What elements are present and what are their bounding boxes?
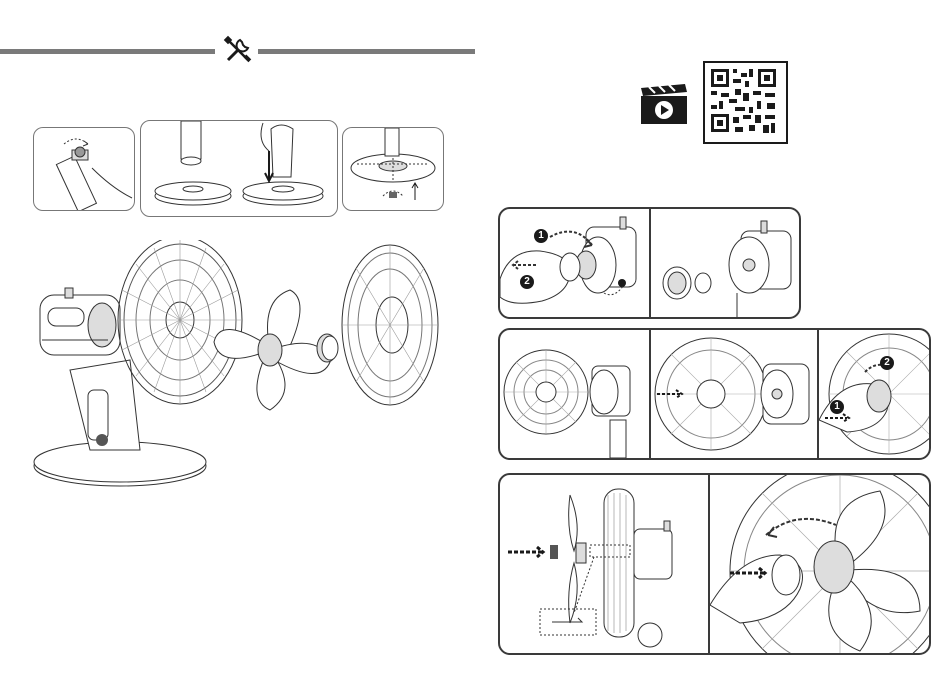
pole-cable-illustration — [34, 128, 134, 210]
base-step-1-panel — [33, 127, 135, 211]
hand-secure-grill — [819, 330, 929, 458]
rear-grill-front-view — [500, 330, 648, 458]
exploded-fan-illustration — [30, 240, 450, 490]
rear-grill-step-panel: 1 2 — [498, 328, 931, 460]
base-underside-illustration — [343, 128, 443, 210]
hand-unscrew-nut-illustration — [500, 209, 648, 317]
fan-blade — [214, 290, 330, 410]
step-number-2: 2 — [520, 275, 534, 289]
video-icon — [639, 84, 689, 124]
hand-tighten-spinner-illustration — [710, 475, 929, 653]
section-header-rule — [0, 44, 475, 58]
motor-nut-step-panel: 1 2 — [498, 207, 801, 319]
step-number-1: 1 — [534, 229, 548, 243]
rear-grill-mounting — [651, 330, 817, 458]
base-step-3-panel — [342, 127, 444, 211]
tools-icon — [222, 34, 254, 66]
nut-removed-illustration — [651, 209, 799, 317]
step-number-1: 1 — [830, 400, 844, 414]
blade-side-view-illustration — [500, 475, 708, 653]
base-step-2-panel — [140, 120, 338, 217]
qr-code-pattern — [705, 63, 782, 138]
pole-into-base-illustration — [141, 121, 337, 216]
step-number-2: 2 — [880, 356, 894, 370]
qr-code[interactable] — [703, 61, 788, 144]
blade-install-step-panel — [498, 473, 931, 655]
